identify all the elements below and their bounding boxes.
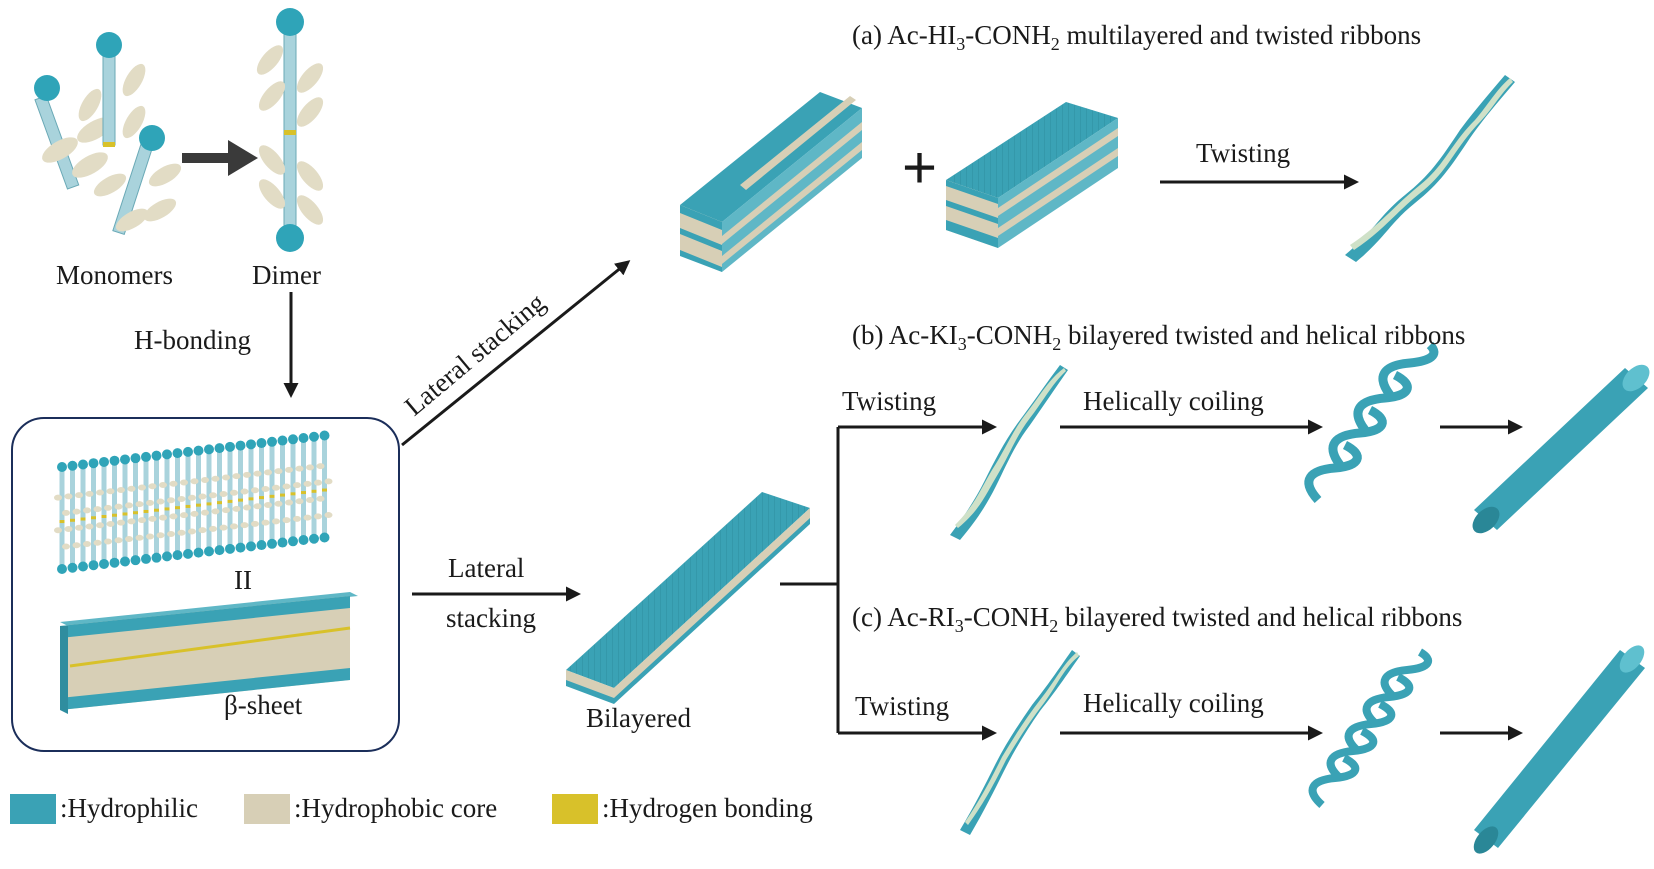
legend-hydrophilic: :Hydrophilic <box>10 793 198 824</box>
title-a: (a) Ac-HI3-CONH2 multilayered and twiste… <box>852 20 1422 54</box>
ii-sheet-illustration <box>54 430 333 574</box>
legend-label-hydrophilic: :Hydrophilic <box>60 793 198 823</box>
monomers-label: Monomers <box>56 260 173 290</box>
lateral-stacking-arrow-up <box>401 260 631 447</box>
twisting-label-b: Twisting <box>842 386 937 416</box>
twisting-label-a: Twisting <box>1196 138 1291 168</box>
tube-c <box>1473 645 1645 854</box>
legend-label-hydrophobic: :Hydrophobic core <box>294 793 498 823</box>
multilayer-ribbon-grooved <box>680 92 862 272</box>
dimer-illustration <box>256 8 324 252</box>
twisting-label-c: Twisting <box>855 691 950 721</box>
plus-sign: + <box>902 134 937 201</box>
legend-swatch-hbond <box>552 793 598 824</box>
twisted-ribbon-a <box>1345 75 1515 262</box>
twisted-ribbon-b <box>950 365 1068 540</box>
tube-b <box>1472 364 1650 534</box>
beta-sheet-label: β-sheet <box>224 690 303 720</box>
twisted-ribbon-c <box>960 650 1080 835</box>
title-b: (b) Ac-KI3-CONH2 bilayered twisted and h… <box>852 320 1466 354</box>
lateral-label: Lateral <box>448 553 525 583</box>
monomers-illustration <box>34 32 182 236</box>
legend-swatch-hydrophilic <box>10 793 56 824</box>
legend-hydrophobic: :Hydrophobic core <box>244 793 497 824</box>
h-bonding-label: H-bonding <box>134 325 251 355</box>
beta-sheet-box <box>11 417 400 752</box>
beta-sheet-slab <box>60 592 358 714</box>
bilayered-label: Bilayered <box>586 703 691 733</box>
helical-ribbon-b <box>1304 341 1439 504</box>
dimer-label: Dimer <box>252 260 321 290</box>
helical-ribbon-c <box>1308 648 1432 808</box>
stacking-label: stacking <box>446 603 536 633</box>
helically-coiling-label-c: Helically coiling <box>1083 688 1264 718</box>
ii-label: II <box>234 565 252 595</box>
title-c: (c) Ac-RI3-CONH2 bilayered twisted and h… <box>852 602 1463 636</box>
dimerization-arrow <box>182 140 258 176</box>
helically-coiling-label-b: Helically coiling <box>1083 386 1264 416</box>
legend-swatch-hydrophobic <box>244 793 290 824</box>
bilayered-slab <box>566 492 810 704</box>
legend-hbond: :Hydrogen bonding <box>552 793 813 824</box>
legend-label-hbond: :Hydrogen bonding <box>602 793 813 823</box>
multilayer-ribbon-flat <box>946 102 1118 248</box>
